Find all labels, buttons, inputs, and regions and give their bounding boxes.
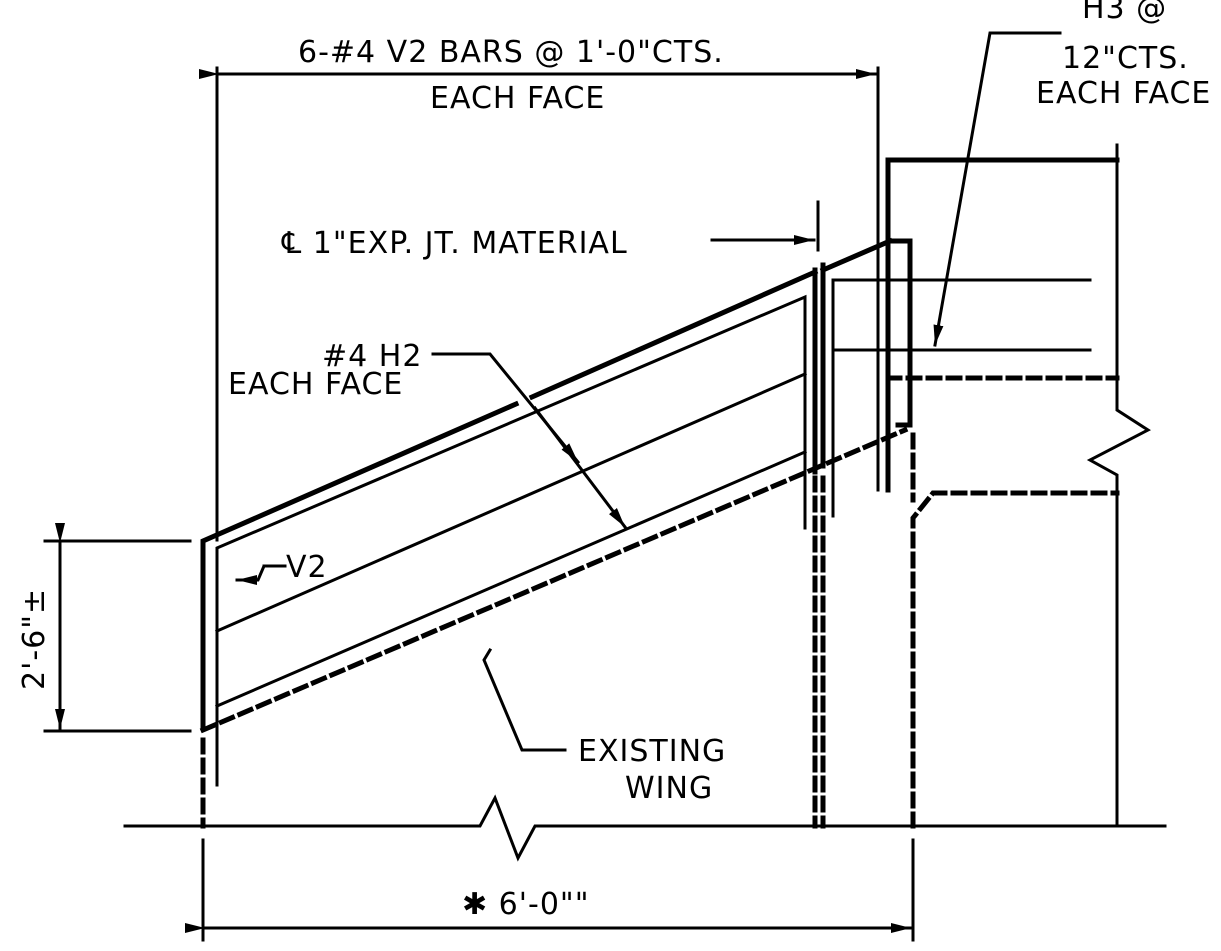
abutment-break <box>1086 398 1151 828</box>
existing-wing-label: WING <box>625 771 713 806</box>
h3-spacing-label: 12"CTS. <box>1062 41 1189 76</box>
abutment-bar-inner <box>831 278 1092 518</box>
h2-label: #4 H2 <box>322 339 422 374</box>
existing-leader <box>482 647 567 752</box>
v2-bars-label: 6-#4 V2 BARS @ 1'-0"CTS. <box>298 35 724 70</box>
height-dim-label: 2'-6"± <box>17 588 52 690</box>
exp-joint-label: ℄ 1"EXP. JT. MATERIAL <box>281 226 628 261</box>
v2-leader <box>235 564 287 585</box>
h2-bar-lower <box>215 450 807 708</box>
v2-bars-face-label: EACH FACE <box>430 81 605 116</box>
ground-line <box>123 794 1167 862</box>
abutment-top <box>885 157 1120 493</box>
h2-bar-middle <box>215 372 807 633</box>
abutment-bar-hook <box>887 238 913 428</box>
length-dim-label: ✱ 6'-0"" <box>462 887 590 922</box>
h3-face-label: EACH FACE <box>1036 76 1211 111</box>
existing-wing-slope <box>199 426 909 734</box>
wing-top-outline-upper <box>528 268 819 401</box>
wing-top-outline <box>200 400 520 731</box>
v2-bar-outline <box>215 294 807 787</box>
h3-label: H3 @ <box>1082 0 1167 26</box>
h2-leader-extension <box>532 405 628 530</box>
h3-leader <box>933 31 1062 347</box>
v2-label: V2 <box>286 550 328 585</box>
abutment-dashed-lower <box>910 490 1120 829</box>
existing-label: EXISTING <box>578 734 726 769</box>
h2-face-label: EACH FACE <box>228 367 403 402</box>
wing-top-to-abutment <box>819 237 894 274</box>
